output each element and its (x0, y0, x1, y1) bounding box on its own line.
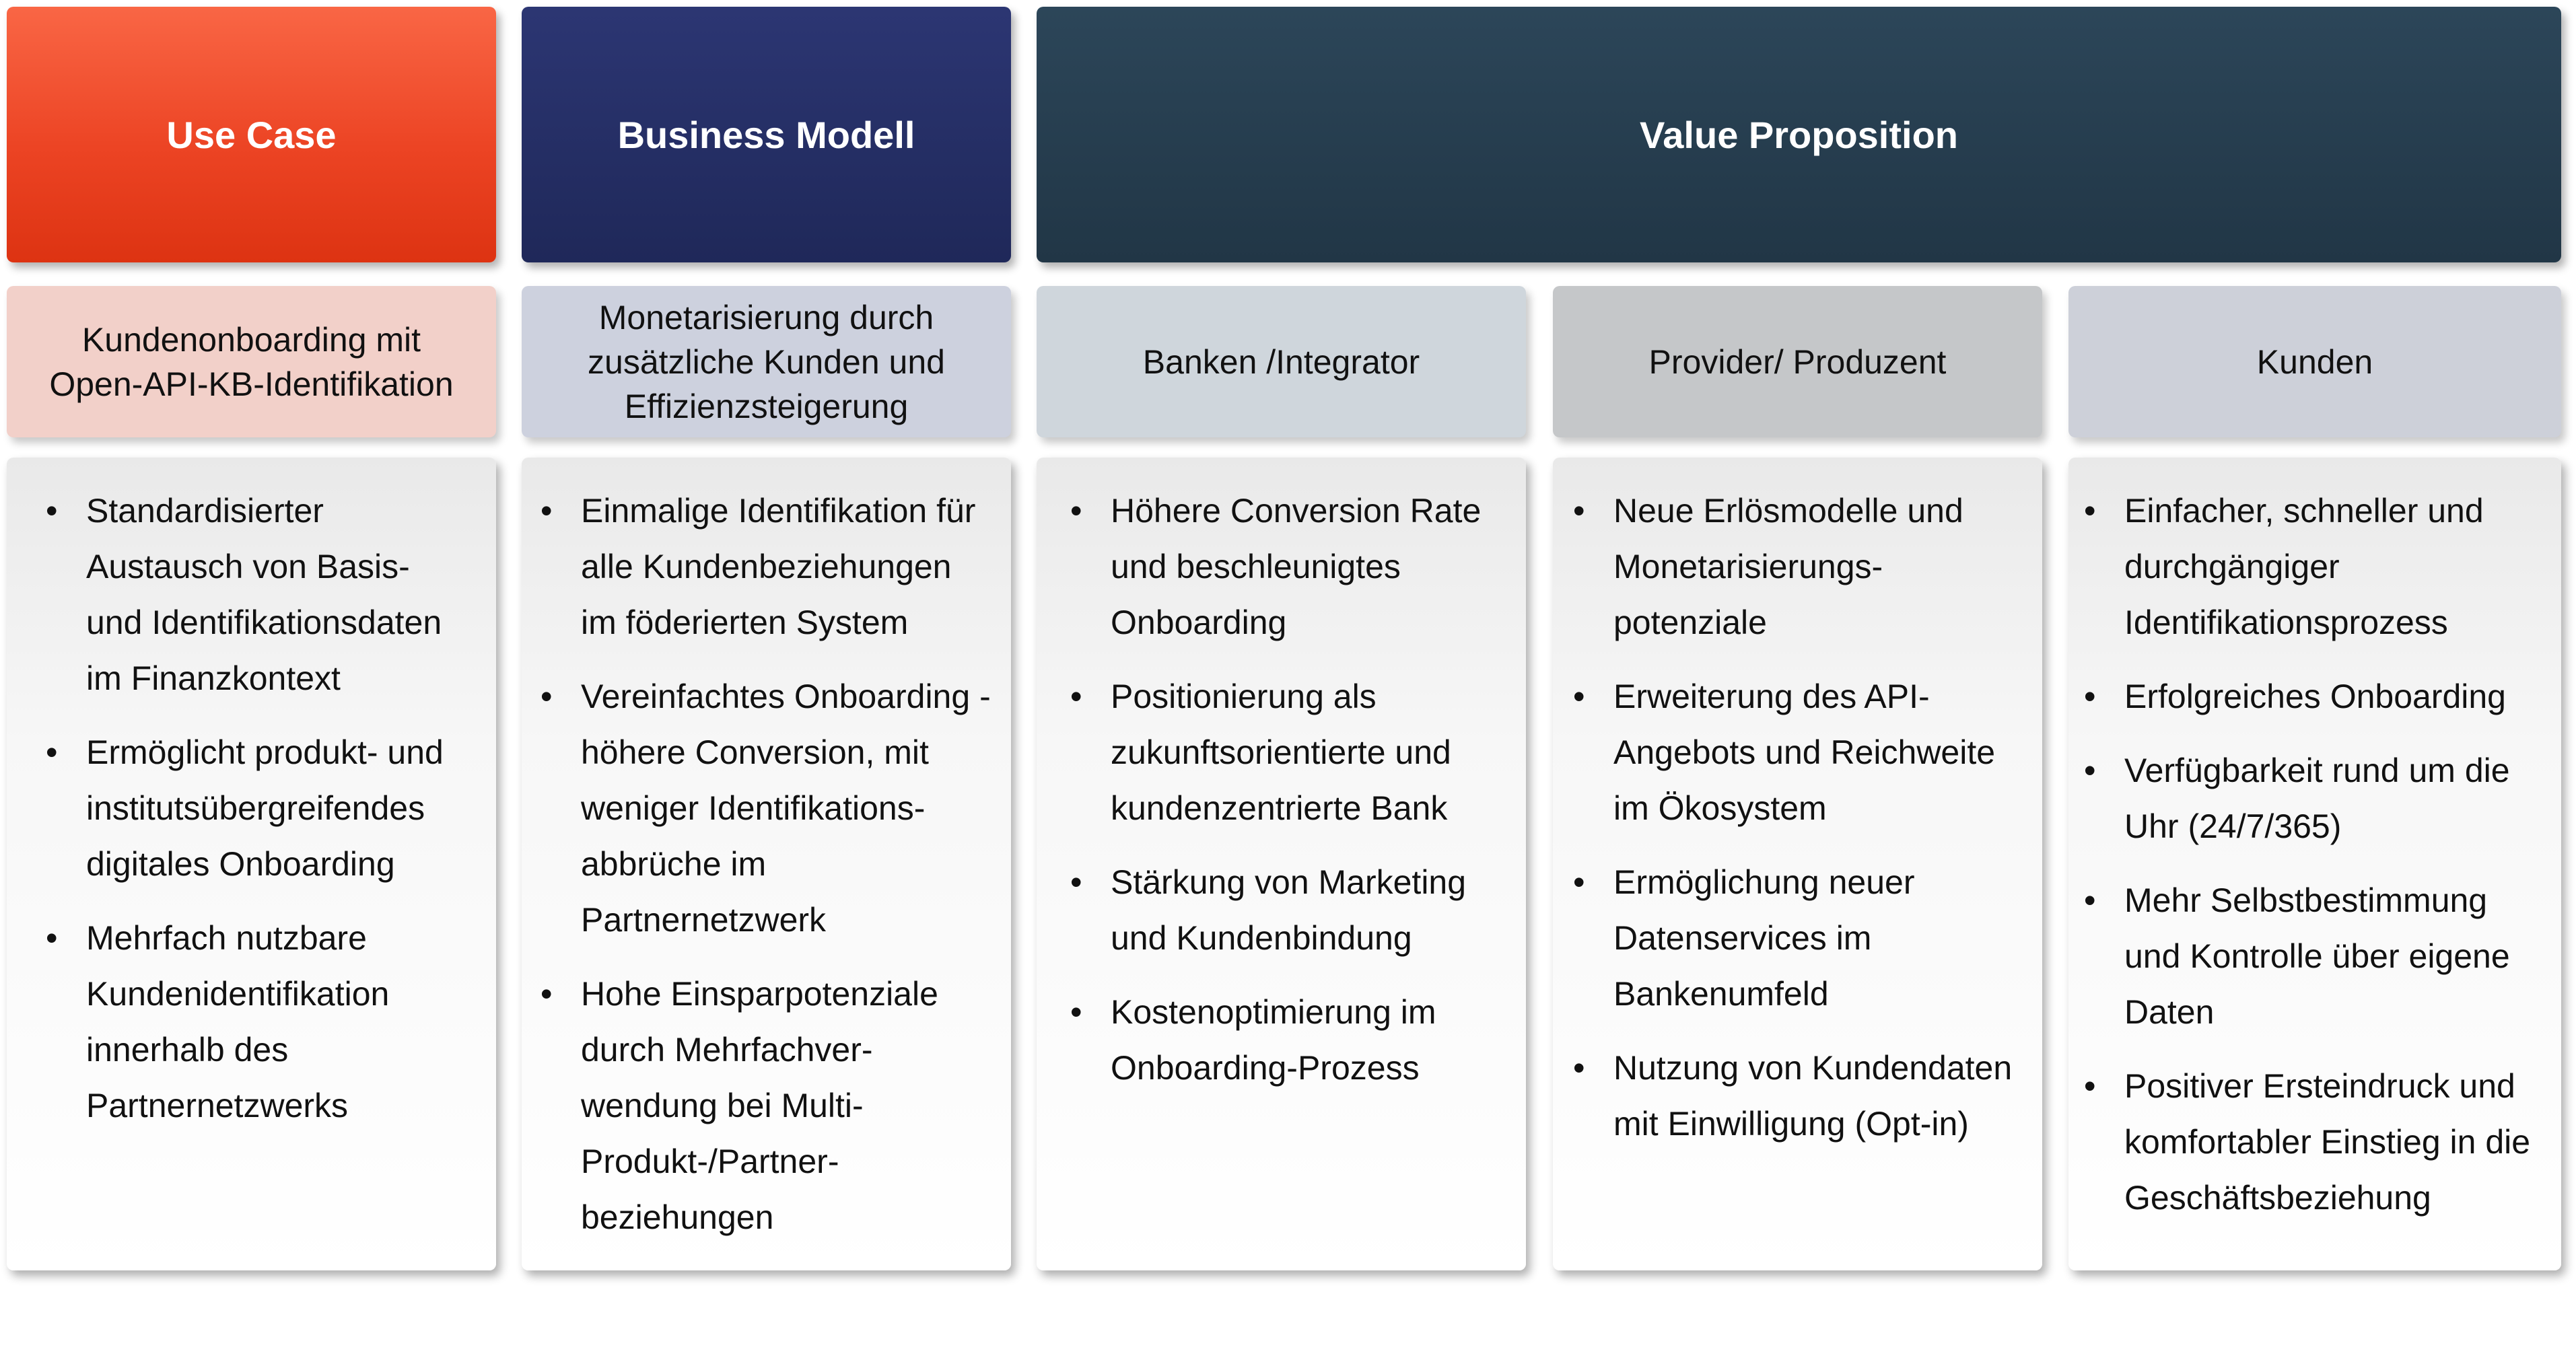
use-case-header-label: Use Case (166, 113, 337, 156)
list-item: Mehr Selbstbestimmung und Kontrolle über… (2084, 873, 2548, 1040)
banks-subheader-label: Banken /Integrator (1142, 343, 1420, 381)
list-item: Positiver Ersteindruck und komfortabler … (2084, 1058, 2548, 1226)
list-item: Höhere Conversion Rate und beschleunigte… (1070, 483, 1512, 651)
list-item: Einmalige Identifikation für alle Kunden… (541, 483, 998, 651)
customers-subheader-label: Kunden (2256, 343, 2373, 381)
list-item: Ermöglichung neuer Datenservices im Bank… (1573, 855, 2029, 1022)
business-model-subheader-label: Monetarisierung durch zusätzliche Kunden… (588, 298, 945, 425)
value-proposition-header: Value Proposition (1037, 7, 2561, 262)
use-case-card: Standardisierter Austausch von Basis- un… (7, 458, 496, 1270)
list-item: Vereinfachtes Onboarding - höhere Conver… (541, 669, 998, 948)
business-model-header: Business Modell (522, 7, 1011, 262)
provider-subheader-label: Provider/ Produzent (1648, 343, 1947, 381)
list-item: Erweiterung des API- Angebots und Reichw… (1573, 669, 2029, 836)
banks-subheader: Banken /Integrator (1037, 286, 1526, 437)
list-item: Erfolgreiches Onboarding (2084, 669, 2548, 725)
list-item: Nutzung von Kundendaten mit Einwilligung… (1573, 1040, 2029, 1152)
provider-list: Neue Erlösmodelle und Monetarisierungs- … (1573, 483, 2029, 1152)
list-item: Einfacher, schneller und durchgängiger I… (2084, 483, 2548, 651)
list-item: Mehrfach nutzbare Kundenidentifikation i… (46, 910, 483, 1134)
list-item: Standardisierter Austausch von Basis- un… (46, 483, 483, 707)
use-case-subheader: Kundenonboarding mit Open-API-KB-Identif… (7, 286, 496, 437)
banks-card: Höhere Conversion Rate und beschleunigte… (1037, 458, 1526, 1270)
use-case-list: Standardisierter Austausch von Basis- un… (46, 483, 483, 1134)
value-proposition-header-label: Value Proposition (1640, 113, 1958, 156)
customers-list: Einfacher, schneller und durchgängiger I… (2084, 483, 2548, 1226)
business-model-subheader: Monetarisierung durch zusätzliche Kunden… (522, 286, 1011, 437)
customers-card: Einfacher, schneller und durchgängiger I… (2068, 458, 2561, 1270)
list-item: Ermöglicht produkt- und institutsübergre… (46, 725, 483, 892)
provider-subheader: Provider/ Produzent (1553, 286, 2042, 437)
list-item: Neue Erlösmodelle und Monetarisierungs- … (1573, 483, 2029, 651)
business-model-card: Einmalige Identifikation für alle Kunden… (522, 458, 1011, 1270)
business-model-list: Einmalige Identifikation für alle Kunden… (541, 483, 998, 1246)
business-model-header-label: Business Modell (617, 113, 915, 156)
use-case-subheader-label: Kundenonboarding mit Open-API-KB-Identif… (49, 320, 454, 403)
customers-subheader: Kunden (2068, 286, 2561, 437)
list-item: Kostenoptimierung im Onboarding-Prozess (1070, 984, 1512, 1096)
provider-card: Neue Erlösmodelle und Monetarisierungs- … (1553, 458, 2042, 1270)
list-item: Verfügbarkeit rund um die Uhr (24/7/365) (2084, 743, 2548, 855)
list-item: Hohe Einsparpotenziale durch Mehrfachver… (541, 966, 998, 1246)
banks-list: Höhere Conversion Rate und beschleunigte… (1070, 483, 1512, 1096)
list-item: Positionierung als zukunftsorientierte u… (1070, 669, 1512, 836)
list-item: Stärkung von Marketing und Kundenbindung (1070, 855, 1512, 966)
use-case-header: Use Case (7, 7, 496, 262)
